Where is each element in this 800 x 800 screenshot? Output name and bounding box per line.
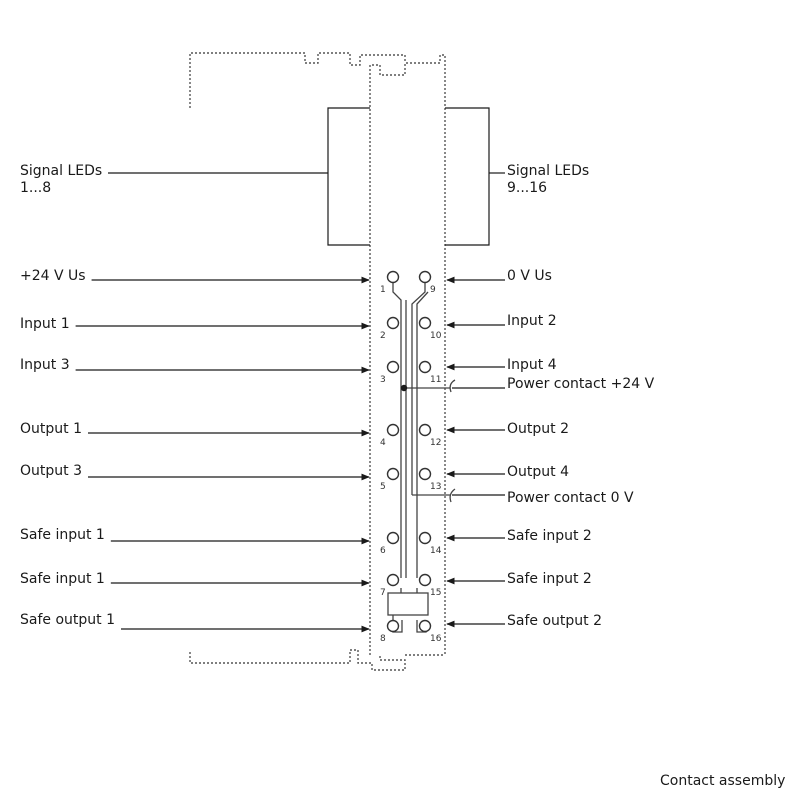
signal-leds-left-range: 1...8: [20, 180, 51, 196]
left-terminal-label: Safe output 1: [20, 612, 115, 628]
right-terminal-label: Input 4: [507, 357, 557, 373]
pin-number-left: 4: [380, 438, 386, 448]
right-terminal-label: Power contact +24 V: [507, 376, 655, 392]
pin-numbers: 1 9 2 10 3 11 4 12 5 13 6 14 7 15 8 16: [380, 285, 442, 644]
right-terminal-label: Input 2: [507, 313, 557, 329]
left-terminal-label: +24 V Us: [20, 268, 86, 284]
left-leaders: [75, 276, 370, 633]
signal-leds-right-label: Signal LEDs: [507, 163, 589, 179]
right-terminal-label: Safe input 2: [507, 571, 592, 587]
terminal-hole-right: [418, 619, 432, 633]
terminal-hole-right: [418, 270, 432, 284]
pin-number-right: 9: [430, 285, 436, 295]
pin-number-left: 3: [380, 375, 386, 385]
terminal-hole-left: [386, 467, 400, 481]
pin-number-right: 16: [430, 634, 442, 644]
terminal-hole-right: [418, 573, 432, 587]
right-terminal-label: Output 2: [507, 421, 569, 437]
signal-leds-right-range: 9...16: [507, 180, 547, 196]
terminal-hole-left: [386, 531, 400, 545]
left-terminal-label: Safe input 1: [20, 527, 105, 543]
pin-number-right: 13: [430, 482, 441, 492]
left-terminal-label: Output 3: [20, 463, 82, 479]
pin-number-left: 8: [380, 634, 386, 644]
pin-number-left: 7: [380, 588, 386, 598]
terminal-hole-right: [418, 423, 432, 437]
terminal-hole-left: [386, 619, 400, 633]
pin-number-left: 2: [380, 331, 386, 341]
right-terminal-label: Safe input 2: [507, 528, 592, 544]
signal-leds-right-bracket: [445, 107, 490, 246]
left-terminal-label: Input 1: [20, 316, 70, 332]
terminal-hole-right: [418, 360, 432, 374]
right-terminal-label: Safe output 2: [507, 613, 602, 629]
pin-number-left: 1: [380, 285, 386, 295]
terminal-hole-left: [386, 423, 400, 437]
left-terminal-label: Safe input 1: [20, 571, 105, 587]
right-labels: 0 V Us Input 2 Input 4 Power contact +24 V O…: [507, 268, 655, 629]
right-leaders: [446, 276, 505, 628]
terminal-hole-right: [418, 316, 432, 330]
caption: Contact assembly: [660, 773, 785, 789]
terminal-hole-left: [386, 270, 400, 284]
pin-number-right: 10: [430, 331, 442, 341]
housing-outline: [189, 52, 446, 671]
terminal-hole-right: [418, 531, 432, 545]
right-terminal-label: Power contact 0 V: [507, 490, 634, 506]
terminal-hole-right: [418, 467, 432, 481]
pin-number-right: 11: [430, 375, 441, 385]
pin-number-right: 14: [430, 546, 442, 556]
terminal-hole-left: [386, 360, 400, 374]
left-terminal-label: Output 1: [20, 421, 82, 437]
pin-number-right: 15: [430, 588, 441, 598]
pin-number-right: 12: [430, 438, 441, 448]
terminal-hole-left: [386, 316, 400, 330]
pin-number-left: 6: [380, 546, 386, 556]
signal-leds-left-bracket: [327, 107, 370, 246]
right-terminal-label: 0 V Us: [507, 268, 552, 284]
terminal-holes: [386, 270, 432, 633]
signal-leds-left-label: Signal LEDs: [20, 163, 102, 179]
left-labels: +24 V Us Input 1 Input 3 Output 1 Output 3 Sa…: [20, 268, 115, 628]
pin-number-left: 5: [380, 482, 386, 492]
left-terminal-label: Input 3: [20, 357, 70, 373]
terminal-hole-left: [386, 573, 400, 587]
internal-wiring: [387, 282, 456, 633]
right-terminal-label: Output 4: [507, 464, 569, 480]
